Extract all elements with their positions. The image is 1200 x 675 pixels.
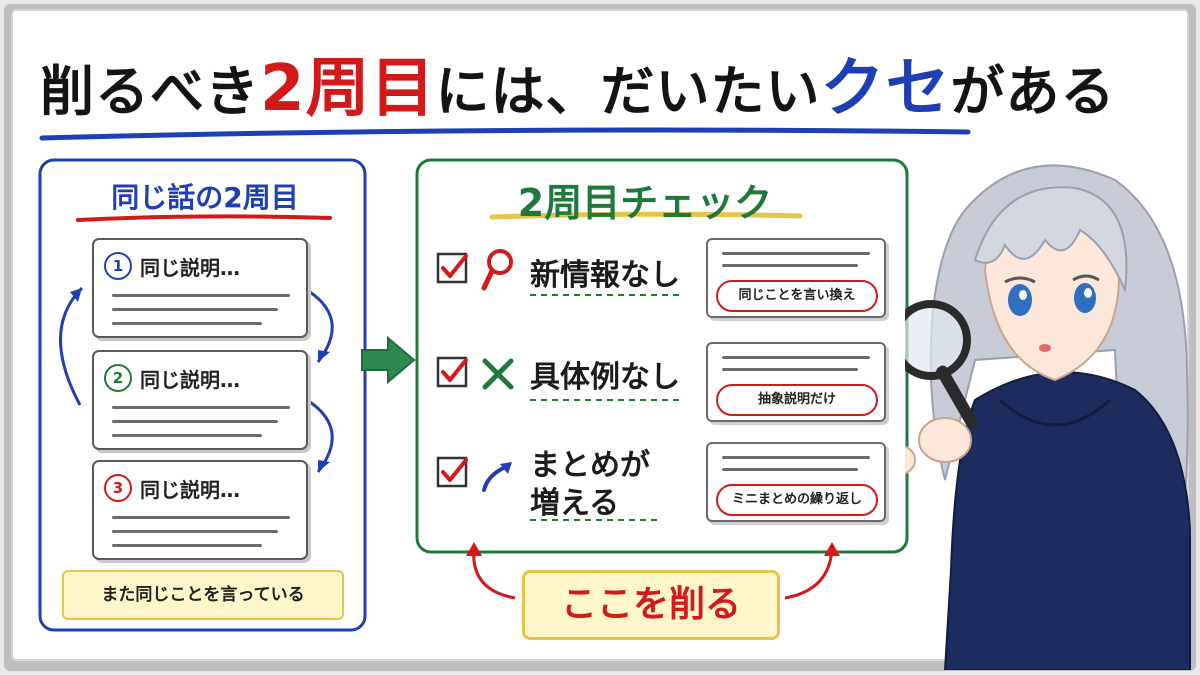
girl-with-magnifier-illustration xyxy=(905,164,1191,670)
example-card-2: 抽象説明だけ xyxy=(706,342,886,422)
cross-icon xyxy=(482,358,514,390)
checkbox-icon xyxy=(436,456,468,488)
text-line-icon xyxy=(722,264,858,267)
text-line-icon xyxy=(112,434,262,437)
text-line-icon xyxy=(722,252,870,255)
left-panel-note: また同じことを言っている xyxy=(62,570,344,620)
example-card-3: ミニまとめの繰り返し xyxy=(706,442,886,522)
magnifier-icon xyxy=(481,249,513,291)
example-label-2: 抽象説明だけ xyxy=(716,384,878,416)
title-part-1: 削るべき xyxy=(40,60,260,123)
text-line-icon xyxy=(112,516,290,519)
title-part-4: クセ xyxy=(820,52,951,126)
card-text-1: 同じ説明… xyxy=(140,256,240,280)
number-badge-3: 3 xyxy=(104,474,132,502)
title-part-5: がある xyxy=(950,60,1116,123)
example-label-3: ミニまとめの繰り返し xyxy=(716,484,878,516)
repeat-card-2: 2 同じ説明… xyxy=(92,350,308,450)
text-line-icon xyxy=(112,420,278,423)
up-arrow-icon xyxy=(482,462,512,492)
checkbox-icon xyxy=(436,252,468,284)
text-line-icon xyxy=(722,468,858,471)
card-text-2: 同じ説明… xyxy=(140,368,240,392)
text-line-icon xyxy=(722,456,870,459)
cut-here-label: ここを削る xyxy=(522,570,780,640)
example-card-1: 同じことを言い換え xyxy=(706,238,886,318)
page-title: 削るべき2周目には、だいたいクセがある xyxy=(40,44,1150,134)
text-line-icon xyxy=(112,544,262,547)
title-part-3: には、だいたい xyxy=(435,60,821,123)
text-line-icon xyxy=(112,294,290,297)
text-line-icon xyxy=(722,356,870,359)
example-label-1: 同じことを言い換え xyxy=(716,280,878,312)
number-badge-2: 2 xyxy=(104,364,132,392)
right-panel-title: 2周目チェック xyxy=(517,181,773,225)
checkbox-icon xyxy=(436,356,468,388)
check-label-2: 具体例なし xyxy=(530,360,680,395)
text-line-icon xyxy=(112,530,278,533)
text-line-icon xyxy=(112,308,278,311)
title-part-2: 2周目 xyxy=(260,52,436,126)
check-label-3-line1: まとめが xyxy=(530,448,650,483)
check-label-3-line2: 増える xyxy=(530,486,620,521)
number-badge-1: 1 xyxy=(104,252,132,280)
left-panel-title: 同じ話の2周目 xyxy=(111,181,299,214)
repeat-card-1: 1 同じ説明… xyxy=(92,238,308,338)
check-label-1: 新情報なし xyxy=(530,258,680,293)
repeat-card-3: 3 同じ説明… xyxy=(92,460,308,560)
text-line-icon xyxy=(722,368,858,371)
right-arrow-icon xyxy=(361,336,416,384)
text-line-icon xyxy=(112,322,262,325)
card-text-3: 同じ説明… xyxy=(140,478,240,502)
text-line-icon xyxy=(112,406,290,409)
